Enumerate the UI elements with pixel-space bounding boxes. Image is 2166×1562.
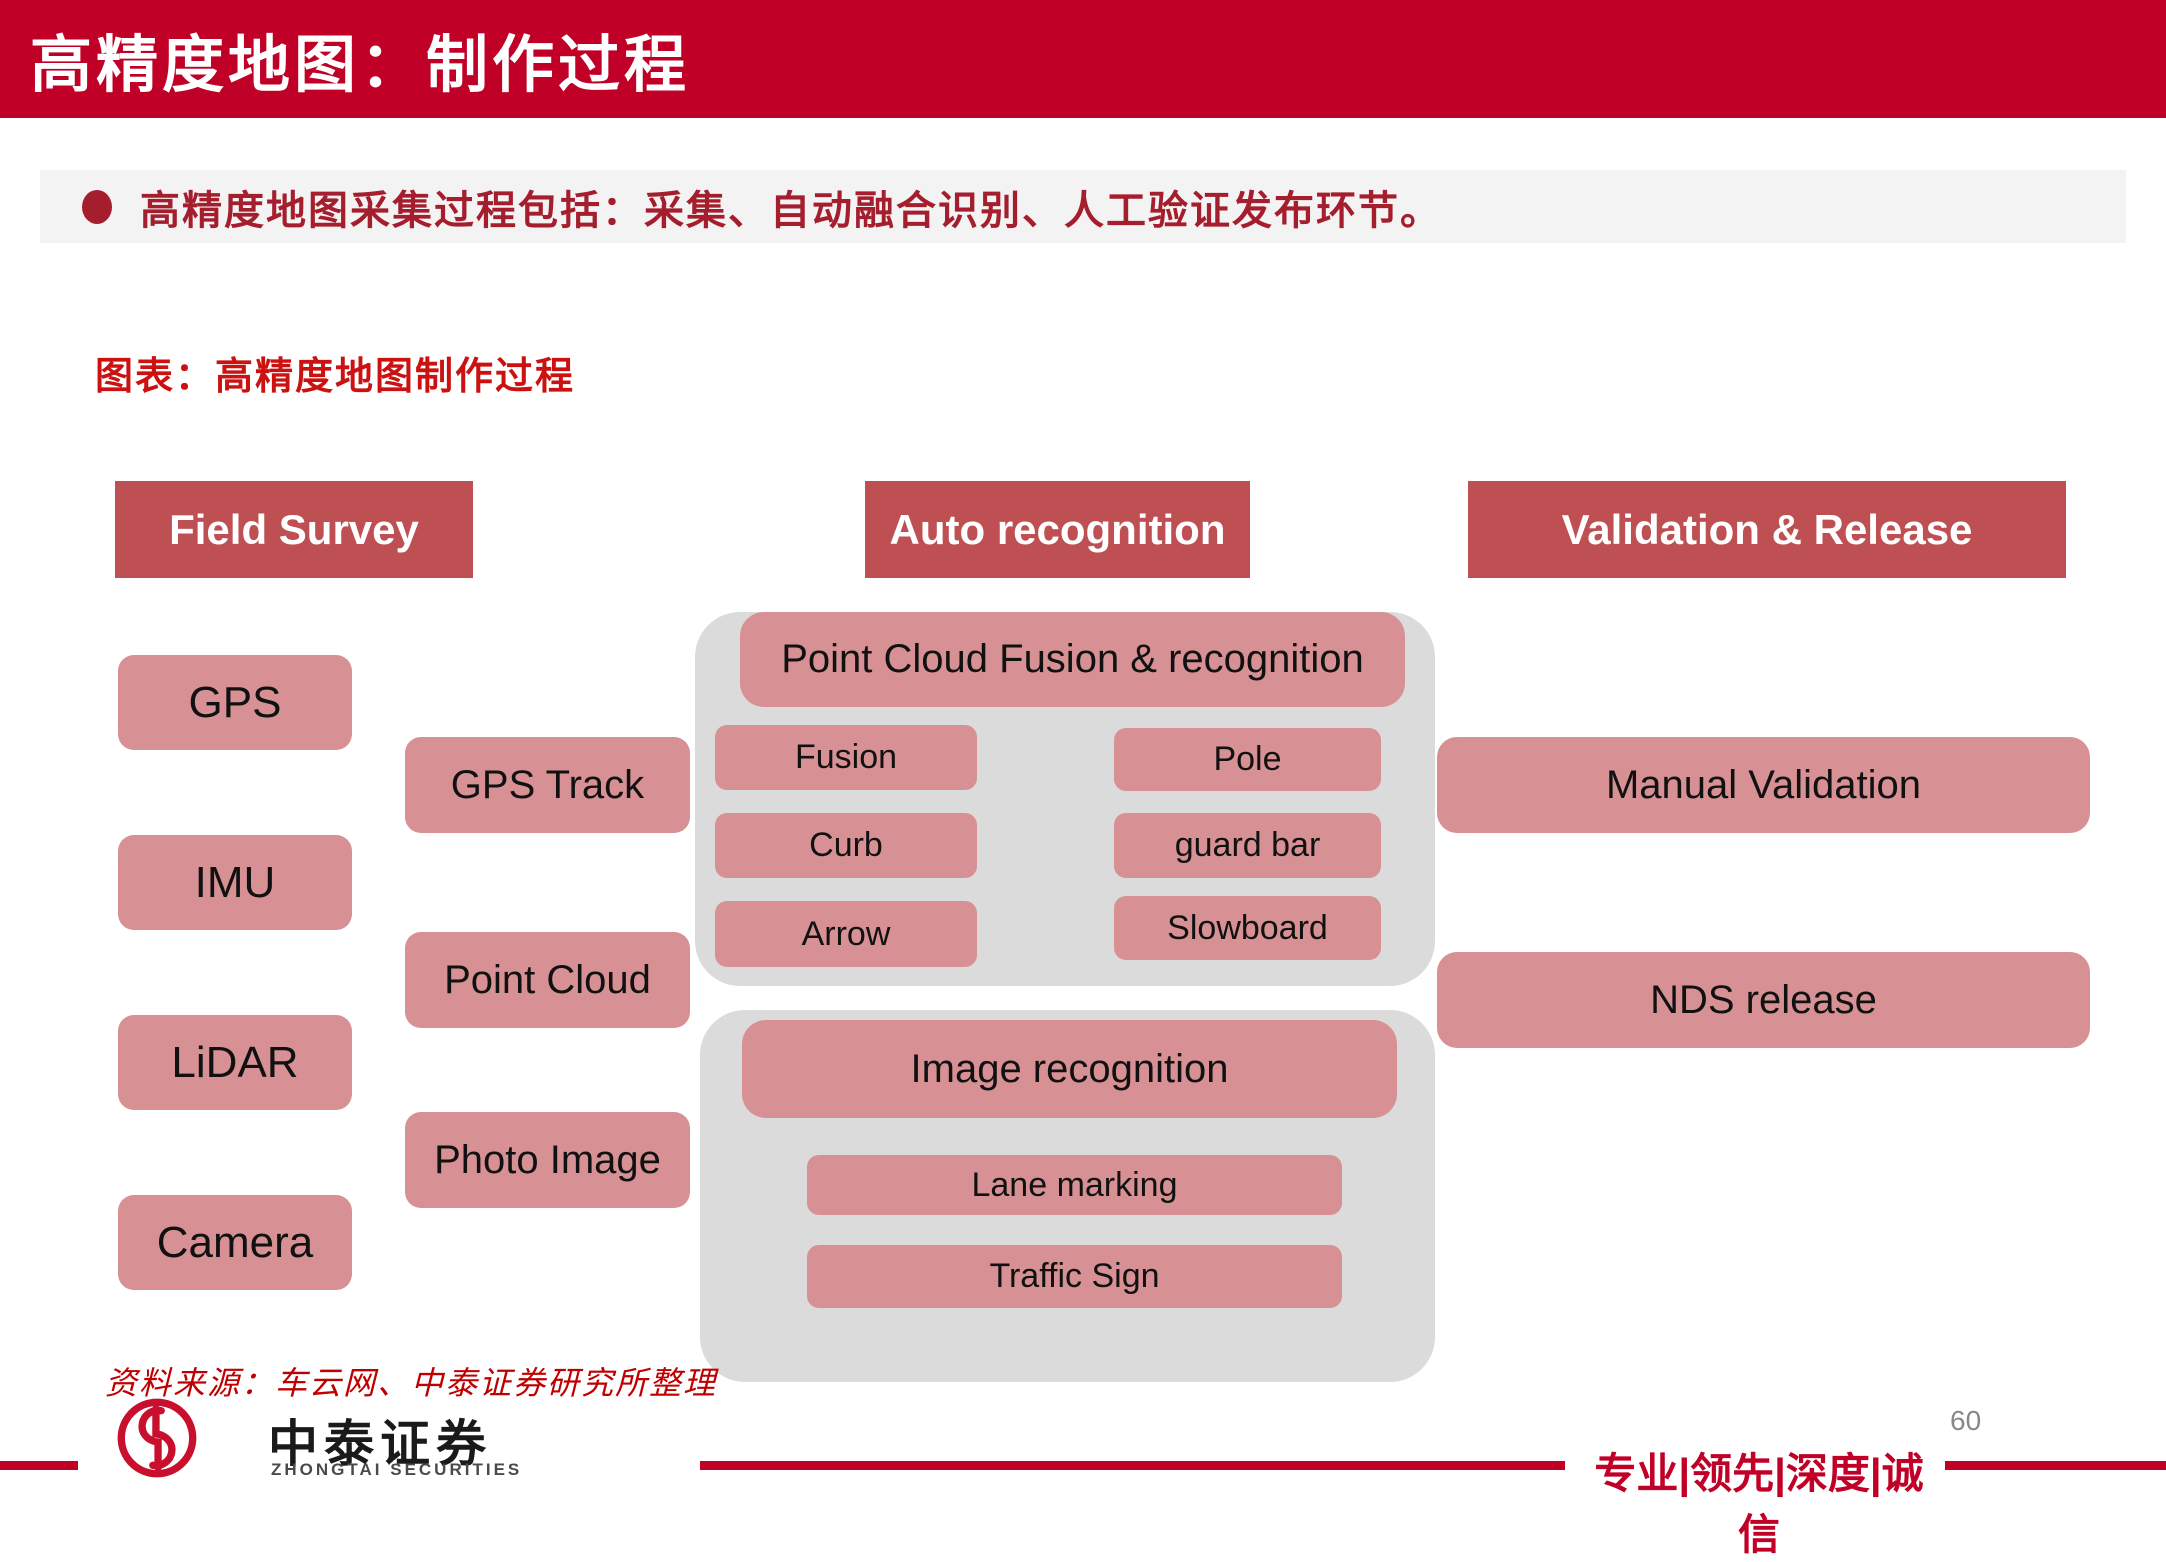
node-nds-release: NDS release (1437, 952, 2090, 1048)
key-point-text: 高精度地图采集过程包括：采集、自动融合识别、人工验证发布环节。 (140, 188, 1442, 233)
stage-header-validation-release: Validation & Release (1468, 481, 2066, 578)
footer-slogan: 专业|领先|深度|诚信 (1594, 1450, 1924, 1558)
bullet-dot-icon (82, 189, 112, 224)
chart-caption: 图表：高精度地图制作过程 (95, 356, 576, 398)
node-arrow: Arrow (715, 901, 977, 967)
footer-rule-right (1945, 1461, 2166, 1470)
title-bar: 高精度地图：制作过程 (0, 0, 2166, 118)
node-camera: Camera (118, 1195, 352, 1290)
node-lidar: LiDAR (118, 1015, 352, 1110)
node-fusion: Fusion (715, 725, 977, 790)
footer-logo-subtext: ZHONGTAI SECURITIES (271, 1460, 523, 1479)
stage-header-auto-recognition: Auto recognition (865, 481, 1250, 578)
page-title: 高精度地图：制作过程 (30, 31, 691, 100)
node-imu: IMU (118, 835, 352, 930)
zhongtai-logo-icon (115, 1396, 199, 1480)
node-slowboard: Slowboard (1114, 896, 1381, 960)
node-lane-marking: Lane marking (807, 1155, 1342, 1215)
node-guard-bar: guard bar (1114, 813, 1381, 878)
footer-rule-left (0, 1461, 78, 1470)
node-point-cloud: Point Cloud (405, 932, 690, 1028)
page-number: 60 (1950, 1405, 1982, 1436)
node-gps: GPS (118, 655, 352, 750)
node-traffic-sign: Traffic Sign (807, 1245, 1342, 1308)
footer-logo-text: 中泰证券 (268, 1416, 492, 1472)
node-curb: Curb (715, 813, 977, 878)
footer-rule-middle (700, 1461, 1565, 1470)
node-gps-track: GPS Track (405, 737, 690, 833)
source-note: 资料来源：车云网、中泰证券研究所整理 (105, 1365, 718, 1401)
node-pole: Pole (1114, 728, 1381, 791)
stage-header-field-survey: Field Survey (115, 481, 473, 578)
group-title-image-recognition: Image recognition (742, 1020, 1397, 1118)
group-title-point-cloud-fusion: Point Cloud Fusion & recognition (740, 612, 1405, 707)
node-manual-validation: Manual Validation (1437, 737, 2090, 833)
node-photo-image: Photo Image (405, 1112, 690, 1208)
key-point-banner: 高精度地图采集过程包括：采集、自动融合识别、人工验证发布环节。 (40, 170, 2126, 243)
